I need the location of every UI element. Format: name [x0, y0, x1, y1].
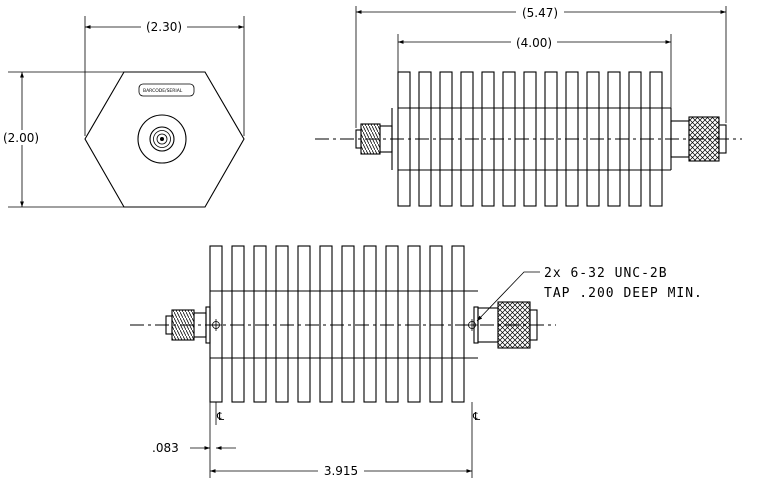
- bottom-view: ℄ ℄ .083 3.915 2x 6-32 UNC-2B TAP .200 D…: [130, 245, 703, 478]
- flange-offset-dim: .083: [152, 441, 179, 455]
- body-length-dim: (4.00): [516, 36, 552, 50]
- side-view: (5.47) (4.00): [315, 4, 742, 207]
- thread-note-line2: TAP .200 DEEP MIN.: [544, 286, 703, 301]
- end-view: BARCODE/SERIAL (2.30) (2.00): [2, 16, 245, 208]
- hex-height-dim: (2.00): [3, 131, 39, 145]
- hole-spacing-dim: 3.915: [324, 464, 358, 478]
- centerline-symbol-right: ℄: [472, 410, 480, 423]
- thread-note-line1: 2x 6-32 UNC-2B: [544, 266, 668, 281]
- fins-bottom: [209, 245, 465, 403]
- barcode-label: BARCODE/SERIAL: [143, 88, 183, 94]
- overall-length-dim: (5.47): [522, 6, 558, 20]
- centerline-symbol-left: ℄: [216, 410, 224, 423]
- hex-width-dim: (2.30): [146, 20, 182, 34]
